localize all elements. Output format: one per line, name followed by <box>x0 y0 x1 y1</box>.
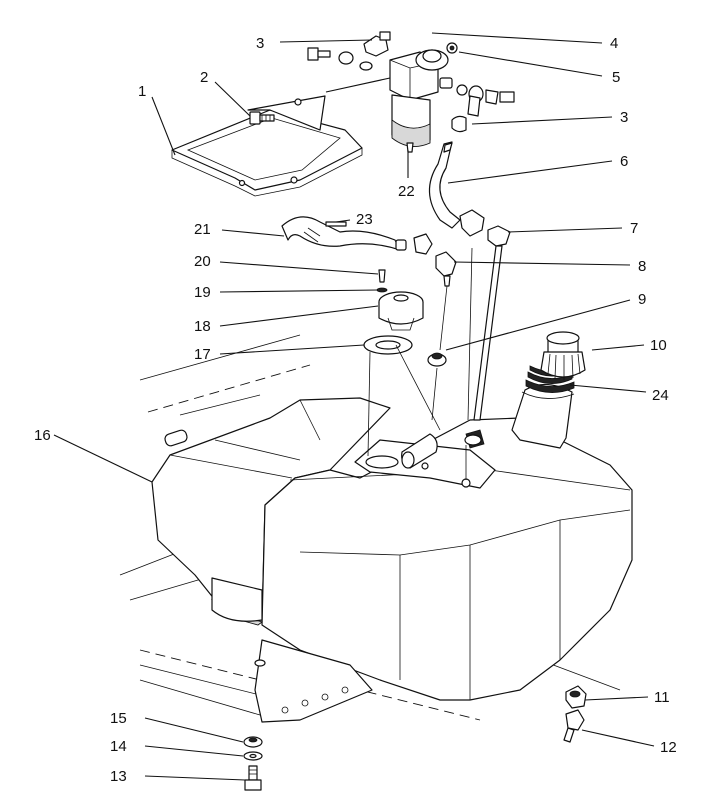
part-19-20-screw-washer <box>376 269 388 293</box>
part-22-fuel-filter <box>389 49 453 153</box>
frame-slot <box>164 429 188 447</box>
callout-18: 18 <box>194 318 211 335</box>
part-21-return-hose <box>281 216 407 251</box>
lower-mount-bracket <box>254 639 373 723</box>
callout-6: 6 <box>620 153 628 170</box>
callout-3-upper: 3 <box>256 35 264 52</box>
callout-1: 1 <box>138 83 146 100</box>
part-10-fuel-cap <box>540 331 586 380</box>
part-8-elbow-fitting <box>413 233 457 351</box>
part-12-drain-valve <box>563 709 585 743</box>
callout-20: 20 <box>194 253 211 270</box>
part-6-fuel-hose <box>428 141 461 229</box>
callout-12: 12 <box>660 739 677 756</box>
callout-8: 8 <box>638 258 646 275</box>
part-1-mounting-plate <box>171 95 363 197</box>
callout-22: 22 <box>398 183 415 200</box>
callout-14: 14 <box>110 738 127 755</box>
callout-2: 2 <box>200 69 208 86</box>
sender-port <box>365 455 399 469</box>
callout-labels: 1 2 3 4 5 3 6 7 8 9 10 24 11 12 13 14 15… <box>34 35 677 785</box>
callout-17: 17 <box>194 346 211 363</box>
part-17-sender-gasket <box>363 335 441 469</box>
callout-3-lower: 3 <box>620 109 628 126</box>
callout-23: 23 <box>356 211 373 228</box>
mount-hole <box>421 462 429 470</box>
part-11-grommet <box>565 685 587 709</box>
part-9-grommet <box>427 352 447 367</box>
fuel-tank <box>151 365 633 701</box>
callout-24: 24 <box>652 387 669 404</box>
callout-21: 21 <box>194 221 211 238</box>
part-7-elbow-fitting <box>459 209 511 449</box>
callout-5: 5 <box>612 69 620 86</box>
part-13-bolt <box>244 765 262 791</box>
callout-9: 9 <box>638 291 646 308</box>
callout-11: 11 <box>654 689 670 706</box>
callout-19: 19 <box>194 284 211 301</box>
part-14-washer <box>243 751 263 761</box>
callout-15: 15 <box>110 710 127 727</box>
callout-13: 13 <box>110 768 127 785</box>
part-18-fuel-sender <box>378 291 424 331</box>
chassis-frame <box>119 334 621 721</box>
part-15-spacer <box>243 736 263 748</box>
callout-4: 4 <box>610 35 618 52</box>
callout-16: 16 <box>34 427 51 444</box>
vent-port <box>461 478 471 488</box>
callout-7: 7 <box>630 220 638 237</box>
callout-10: 10 <box>650 337 667 354</box>
part-2-bolt <box>249 111 275 125</box>
leader-lines <box>53 32 655 781</box>
filter-fittings-upper <box>307 31 515 133</box>
